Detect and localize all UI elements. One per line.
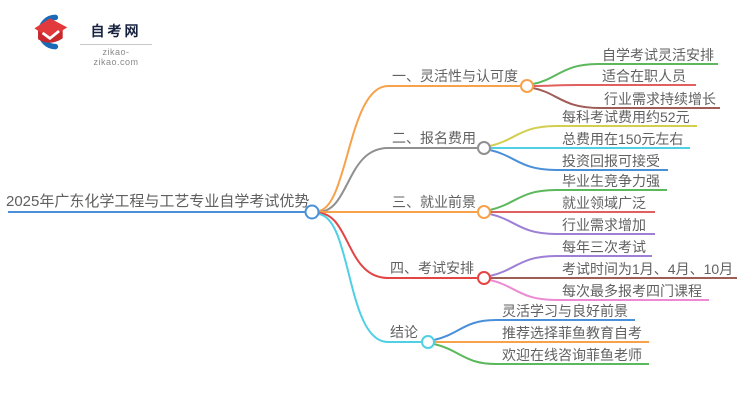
branch-5-leaf-3-label: 欢迎在线咨询菲鱼老师 [502,347,642,363]
branch-5-label: 结论 [390,324,418,340]
branch-2-leaf-3-connector [489,149,668,171]
branch-5-leaf-1-connector [433,319,635,341]
branch-1-connector [317,85,520,212]
branch-1-leaf-1-label: 自学考试灵活安排 [602,47,714,63]
branch-5-leaf-3-connector [433,343,649,365]
branch-3-node [477,205,491,219]
branch-2-leaf-3-label: 投资回报可接受 [562,153,660,169]
branch-4-leaf-1-connector [489,255,652,277]
branch-4-leaf-1-label: 每年三次考试 [562,239,646,255]
branch-3-leaf-3-label: 行业需求增加 [562,217,646,233]
branch-3-leaf-1-connector [489,189,667,211]
branch-1-label: 一、灵活性与认可度 [392,68,518,84]
branch-1-leaf-2-label: 适合在职人员 [602,68,686,84]
branch-2-connector [317,147,477,213]
branch-4-label: 四、考试安排 [390,260,474,276]
branch-2-leaf-1-connector [489,125,697,147]
branch-5-node [421,335,435,349]
graduation-cap-icon [34,14,68,50]
branch-2-node [477,141,491,155]
logo-domain: zikao-zikao.com [93,47,139,67]
branch-2-leaf-1-label: 每科考试费用约52元 [562,109,690,125]
branch-3-leaf-2-label: 就业领域广泛 [562,195,646,211]
branch-4-connector [317,212,477,279]
branch-3-label: 三、就业前景 [392,194,476,210]
branch-3-leaf-1-label: 毕业生竞争力强 [562,173,660,189]
branch-2-leaf-2-label: 总费用在150元左右 [562,131,684,147]
branch-1-leaf-3-connector [532,87,720,109]
branch-1-leaf-2-connector [532,84,696,87]
branch-5-connector [317,213,421,343]
branch-4-leaf-2-label: 考试时间为1月、4月、10月 [562,261,734,277]
logo-title: 自考网 [90,23,142,39]
branch-5-leaf-1-label: 灵活学习与良好前景 [502,303,628,319]
branch-1-leaf-3-label: 行业需求持续增长 [604,91,716,107]
branch-3-leaf-3-connector [489,213,655,235]
branch-1-node [520,79,534,93]
root-label: 2025年广东化学工程与工艺专业自学考试优势 [6,193,310,210]
branch-2-label: 二、报名费用 [392,130,476,146]
branch-5-leaf-2-label: 推荐选择菲鱼教育自考 [502,325,642,341]
site-logo: 自考网 zikao-zikao.com [28,12,152,67]
root-node [304,204,320,220]
logo-divider [80,44,152,45]
branch-4-node [477,271,491,285]
branch-1-leaf-1-connector [532,63,718,85]
branch-4-leaf-3-label: 每次最多报考四门课程 [562,283,702,299]
branch-4-leaf-3-connector [489,279,709,301]
